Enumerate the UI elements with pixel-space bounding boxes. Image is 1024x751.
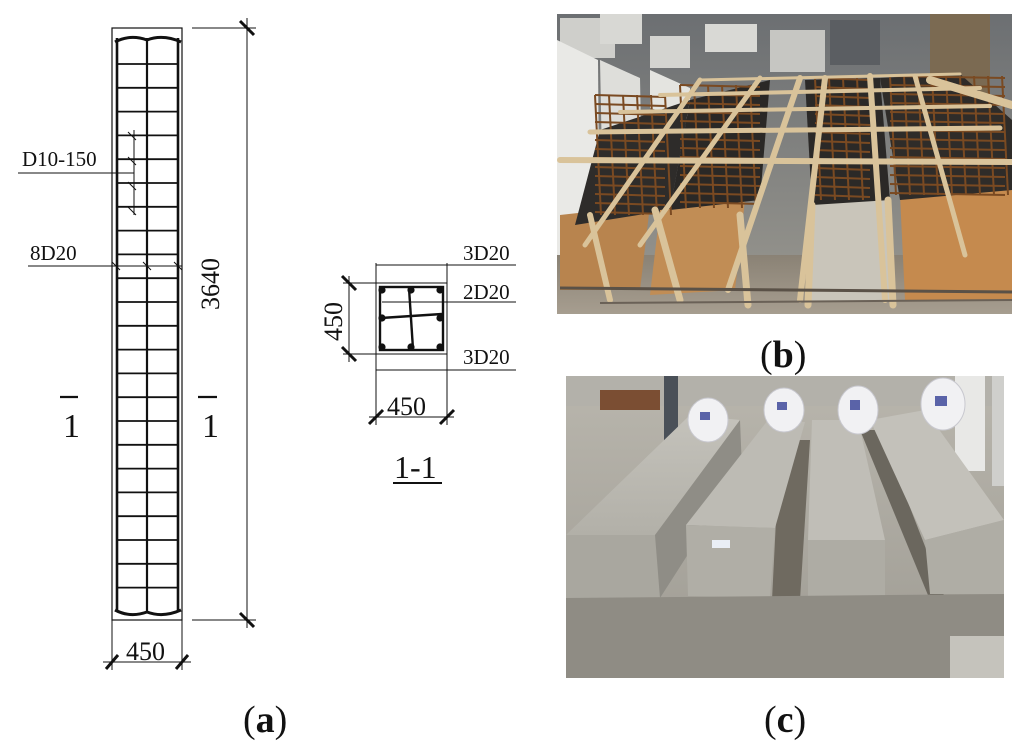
- rebar-stirrup: [814, 113, 871, 117]
- rebar-stirrup: [889, 138, 1006, 142]
- height-dimension: 3640: [196, 258, 225, 310]
- rebar-stirrup: [594, 112, 666, 116]
- height-tick-top: [238, 19, 256, 37]
- section-depth-dimension: 450: [319, 302, 348, 341]
- rebar-stirrup: [679, 192, 761, 196]
- rebar-stirrup: [594, 166, 666, 170]
- cross-section: [340, 263, 516, 484]
- rebar-long: [856, 77, 864, 201]
- long-bar-label: 8D20: [30, 241, 77, 265]
- rebar-cages: [594, 75, 1009, 216]
- section-outline: [375, 282, 448, 355]
- height-tick-bottom: [238, 611, 256, 629]
- rebar-stirrup: [594, 184, 666, 188]
- rebar-long: [650, 94, 658, 216]
- photo-rebar-cages: [557, 14, 1012, 314]
- rebar-long: [735, 84, 743, 209]
- rebar-long: [1001, 75, 1009, 196]
- rebar-stirrup: [679, 165, 761, 169]
- rebar-long: [959, 75, 967, 196]
- panel-label-b: (b): [760, 334, 807, 376]
- rebar-stirrup: [814, 176, 871, 180]
- column-outline: [111, 27, 183, 621]
- rebar-long: [594, 94, 602, 216]
- rebar-long: [664, 94, 672, 216]
- bottom-cap: [114, 608, 182, 617]
- rebar-long: [636, 94, 644, 216]
- rebar-long: [828, 77, 836, 201]
- rebar-long: [931, 75, 939, 196]
- section-bars: [378, 286, 444, 351]
- width-tick-left: [104, 654, 120, 670]
- column-elevation: [18, 18, 256, 670]
- rebar-long: [945, 75, 953, 196]
- section-title: 1-1: [394, 449, 437, 485]
- rebar-stirrup: [679, 102, 761, 106]
- rebar-stirrup: [679, 183, 761, 187]
- cross-tie-v: [407, 287, 415, 350]
- width-tick-right: [174, 654, 190, 670]
- rebar-stirrup: [814, 131, 871, 135]
- rebar-stirrup: [679, 174, 761, 178]
- rebar-long: [842, 77, 850, 201]
- photo-concrete-columns: [566, 376, 1004, 678]
- rebar-stirrup: [594, 103, 666, 107]
- rebar-long: [622, 94, 630, 216]
- middle-bars-label: 2D20: [463, 280, 510, 304]
- column-width-dimension: 450: [126, 637, 165, 666]
- rebar-stirrup: [679, 147, 761, 151]
- bottom-bars-label: 3D20: [463, 345, 510, 369]
- rebar-long: [693, 84, 701, 209]
- rebar-stirrup: [594, 202, 666, 206]
- stirrup-label: D10-150: [22, 147, 97, 171]
- panel-label-c: (c): [764, 699, 807, 741]
- rebar-long: [721, 84, 729, 209]
- wood-battens: [557, 72, 1012, 309]
- top-cap: [114, 35, 182, 44]
- rebar-stirrup: [889, 147, 1006, 151]
- panel-label-a: (a): [243, 699, 288, 741]
- rebar-long: [889, 75, 897, 196]
- section-mark-left: 1: [63, 408, 80, 445]
- top-bars-label: 3D20: [463, 241, 510, 265]
- rebar-stirrup: [679, 138, 761, 142]
- stirrups: [117, 63, 178, 589]
- section-width-dimension: 450: [387, 392, 426, 421]
- rebar-stirrup: [814, 122, 871, 126]
- rebar-stirrup: [679, 120, 761, 124]
- rebar-stirrup: [679, 201, 761, 205]
- rebar-stirrup: [814, 185, 871, 189]
- rebar-long: [903, 75, 911, 196]
- rebar-long: [608, 94, 616, 216]
- rebar-stirrup: [814, 194, 871, 198]
- rebar-stirrup: [594, 193, 666, 197]
- rebar-stirrup: [594, 94, 666, 98]
- section-mark-right: 1: [202, 408, 219, 445]
- rebar-long: [749, 84, 757, 209]
- rebar-stirrup: [889, 156, 1006, 160]
